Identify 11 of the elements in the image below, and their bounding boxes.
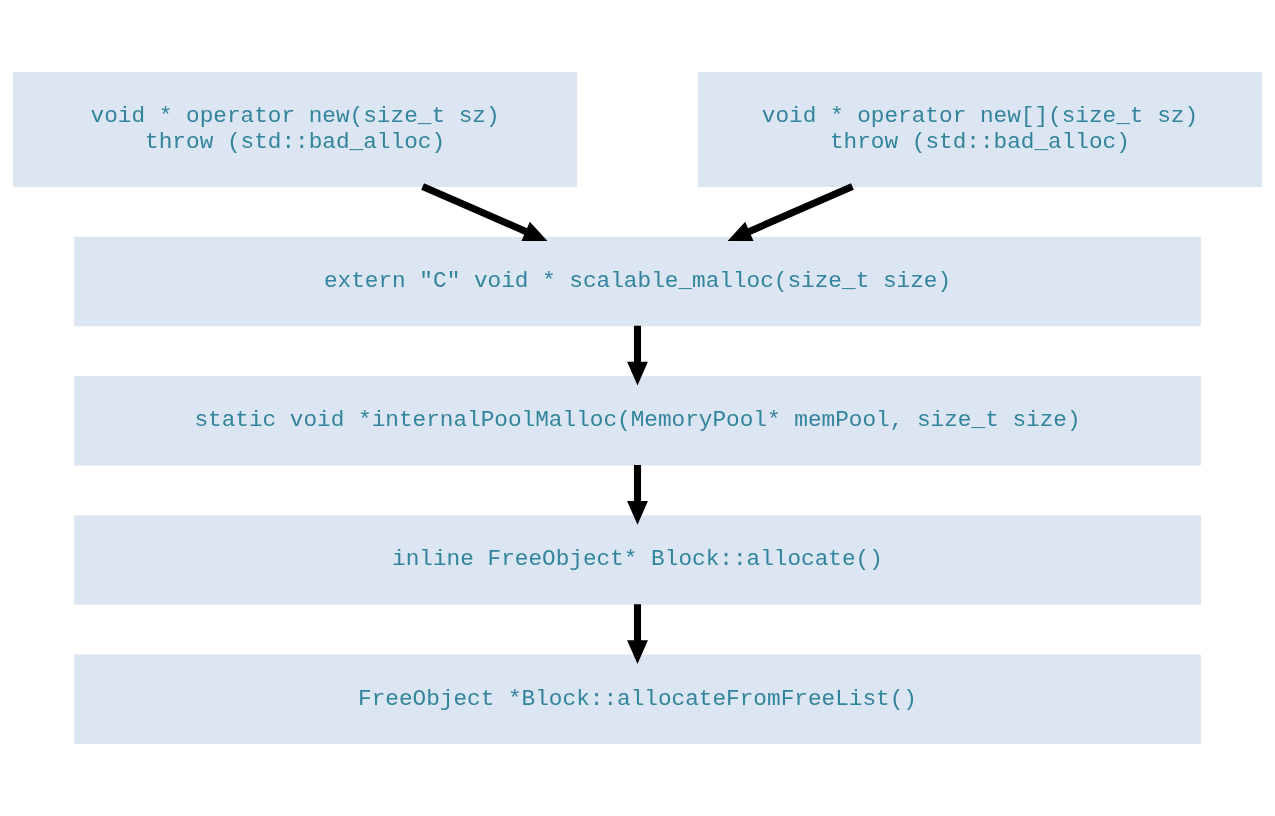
arrow bbox=[421, 183, 548, 241]
arrow bbox=[727, 183, 854, 241]
arrow bbox=[627, 465, 648, 525]
node-box: extern "C" void * scalable_malloc(size_t size) bbox=[74, 236, 1201, 327]
node-box: static void *internalPoolMalloc(MemoryPool* memPool, size_t size) bbox=[74, 376, 1201, 466]
node-box: FreeObject *Block::allocateFromFreeList() bbox=[74, 654, 1201, 745]
node-box: void * operator new[](size_t sz) throw (std::bad_alloc) bbox=[697, 71, 1262, 188]
arrow bbox=[627, 325, 648, 386]
node-box: inline FreeObject* Block::allocate() bbox=[74, 515, 1201, 605]
node-box: void * operator new(size_t sz) throw (std::bad_alloc) bbox=[13, 71, 578, 188]
arrow bbox=[627, 604, 648, 665]
